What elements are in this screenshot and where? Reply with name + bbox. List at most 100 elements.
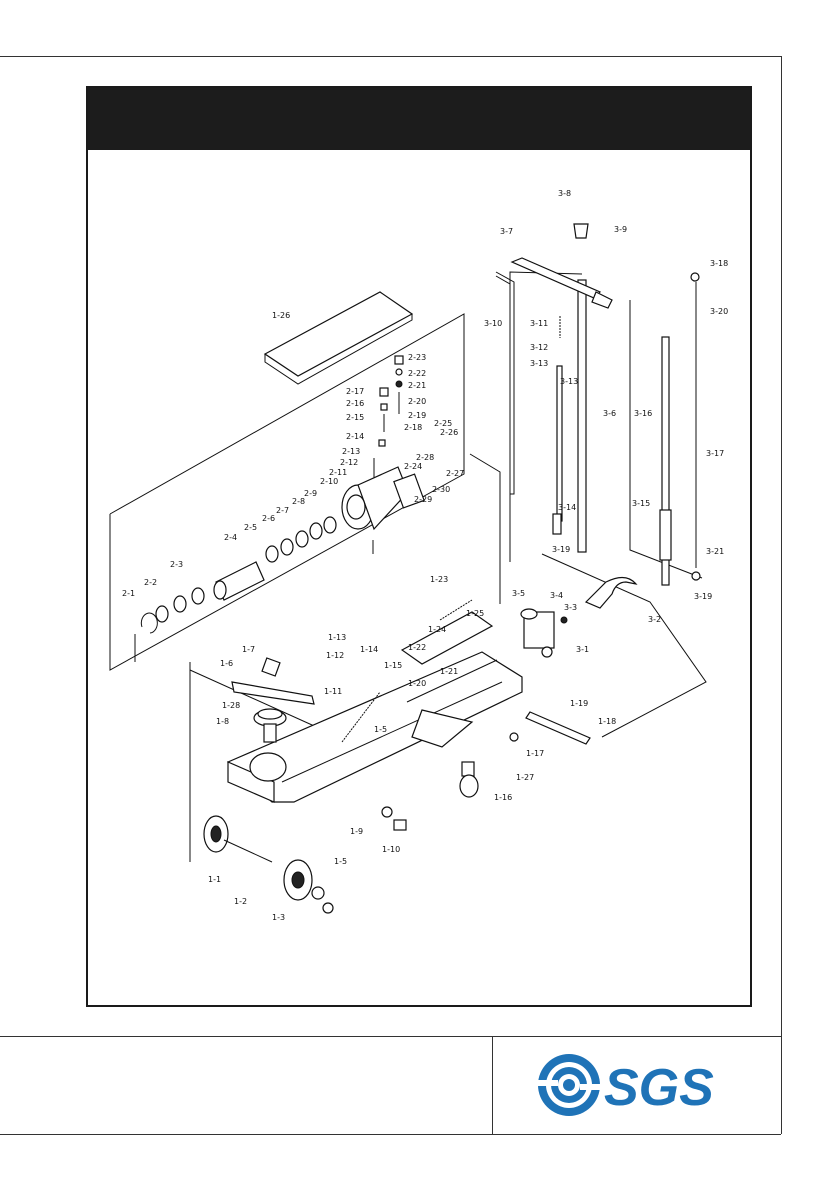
front-wheel-left xyxy=(203,815,273,863)
footer-divider xyxy=(0,1036,781,1037)
svg-text:1-22: 1-22 xyxy=(408,643,426,652)
svg-text:1-24: 1-24 xyxy=(428,625,446,634)
svg-text:3-19: 3-19 xyxy=(552,545,570,554)
svg-text:1-2: 1-2 xyxy=(234,897,247,906)
svg-text:1-21: 1-21 xyxy=(440,667,458,676)
svg-text:3-9: 3-9 xyxy=(614,225,627,234)
svg-text:3-12: 3-12 xyxy=(530,343,548,352)
svg-text:2-4: 2-4 xyxy=(224,533,237,542)
svg-text:1-10: 1-10 xyxy=(382,845,400,854)
svg-text:1-18: 1-18 xyxy=(598,717,616,726)
svg-text:1-11: 1-11 xyxy=(324,687,342,696)
svg-text:3-3: 3-3 xyxy=(564,603,577,612)
springs xyxy=(341,316,561,743)
svg-text:3-18: 3-18 xyxy=(710,259,728,268)
svg-text:3-2: 3-2 xyxy=(648,615,661,624)
svg-text:3-7: 3-7 xyxy=(500,227,513,236)
valve-stack xyxy=(373,355,404,478)
rear-caster xyxy=(381,761,479,831)
svg-text:3-6: 3-6 xyxy=(603,409,616,418)
svg-text:3-13: 3-13 xyxy=(560,377,578,386)
svg-text:2-9: 2-9 xyxy=(304,489,317,498)
exploded-parts-diagram: 1-26 2-23 2-22 2-21 2-20 2-19 2-18 2-17 … xyxy=(109,189,728,922)
svg-text:1-15: 1-15 xyxy=(384,661,402,670)
svg-text:1-3: 1-3 xyxy=(272,913,285,922)
svg-text:2-21: 2-21 xyxy=(408,381,426,390)
page-frame-right xyxy=(781,56,782,1134)
svg-text:2-3: 2-3 xyxy=(170,560,183,569)
svg-text:2-16: 2-16 xyxy=(346,399,364,408)
svg-text:3-13: 3-13 xyxy=(530,359,548,368)
svg-text:2-23: 2-23 xyxy=(408,353,426,362)
svg-text:1-28: 1-28 xyxy=(222,701,240,710)
svg-text:3-8: 3-8 xyxy=(558,189,571,198)
part-labels: 1-26 2-23 2-22 2-21 2-20 2-19 2-18 2-17 … xyxy=(122,189,728,922)
svg-text:1-27: 1-27 xyxy=(516,773,534,782)
svg-text:1-20: 1-20 xyxy=(408,679,426,688)
svg-text:3-11: 3-11 xyxy=(530,319,548,328)
svg-text:1-1: 1-1 xyxy=(208,875,221,884)
svg-text:3-17: 3-17 xyxy=(706,449,724,458)
svg-text:3-15: 3-15 xyxy=(632,499,650,508)
pump-cylinder xyxy=(341,466,425,531)
ram-and-seals xyxy=(140,516,337,634)
handle-assembly xyxy=(495,223,701,586)
svg-text:1-23: 1-23 xyxy=(430,575,448,584)
lift-arm xyxy=(231,657,315,705)
svg-text:1-7: 1-7 xyxy=(242,645,255,654)
svg-text:3-19: 3-19 xyxy=(694,592,712,601)
svg-text:1-8: 1-8 xyxy=(216,717,229,726)
svg-text:2-29: 2-29 xyxy=(414,495,432,504)
svg-text:2-8: 2-8 xyxy=(292,497,305,506)
svg-text:3-4: 3-4 xyxy=(550,591,563,600)
sgs-logo: SGS xyxy=(534,1050,744,1120)
rear-axle xyxy=(509,711,591,745)
front-wheel-right xyxy=(283,859,334,914)
svg-text:2-20: 2-20 xyxy=(408,397,426,406)
page-frame-bottom xyxy=(0,1134,781,1135)
svg-text:2-27: 2-27 xyxy=(446,469,464,478)
svg-text:1-16: 1-16 xyxy=(494,793,512,802)
page-frame-top xyxy=(0,56,781,57)
svg-text:3-21: 3-21 xyxy=(706,547,724,556)
svg-text:2-24: 2-24 xyxy=(404,462,422,471)
svg-text:1-14: 1-14 xyxy=(360,645,378,654)
jack-chassis xyxy=(226,611,523,803)
svg-text:2-28: 2-28 xyxy=(416,453,434,462)
svg-text:1-13: 1-13 xyxy=(328,633,346,642)
svg-text:2-1: 2-1 xyxy=(122,589,135,598)
svg-text:2-19: 2-19 xyxy=(408,411,426,420)
svg-text:1-26: 1-26 xyxy=(272,311,290,320)
svg-text:1-6: 1-6 xyxy=(220,659,233,668)
svg-text:2-18: 2-18 xyxy=(404,423,422,432)
panel-header xyxy=(88,88,750,150)
svg-text:3-5: 3-5 xyxy=(512,589,525,598)
svg-text:SGS: SGS xyxy=(604,1059,714,1117)
svg-text:1-5: 1-5 xyxy=(374,725,387,734)
svg-text:2-25: 2-25 xyxy=(434,419,452,428)
svg-text:1-25: 1-25 xyxy=(466,609,484,618)
svg-text:2-17: 2-17 xyxy=(346,387,364,396)
svg-text:2-12: 2-12 xyxy=(340,458,358,467)
svg-text:1-19: 1-19 xyxy=(570,699,588,708)
svg-text:1-17: 1-17 xyxy=(526,749,544,758)
diagram-panel: 1-26 2-23 2-22 2-21 2-20 2-19 2-18 2-17 … xyxy=(86,86,752,1007)
svg-text:3-10: 3-10 xyxy=(484,319,502,328)
pump-base xyxy=(520,576,638,658)
svg-text:2-11: 2-11 xyxy=(329,468,347,477)
svg-text:1-5: 1-5 xyxy=(334,857,347,866)
svg-text:2-2: 2-2 xyxy=(144,578,157,587)
svg-text:2-10: 2-10 xyxy=(320,477,338,486)
svg-text:2-30: 2-30 xyxy=(432,485,450,494)
svg-text:3-16: 3-16 xyxy=(634,409,652,418)
svg-text:2-13: 2-13 xyxy=(342,447,360,456)
svg-text:1-9: 1-9 xyxy=(350,827,363,836)
svg-text:3-1: 3-1 xyxy=(576,645,589,654)
svg-text:2-22: 2-22 xyxy=(408,369,426,378)
sgs-logo-icon: SGS xyxy=(538,1054,714,1117)
svg-text:2-5: 2-5 xyxy=(244,523,257,532)
saddle xyxy=(249,708,287,782)
svg-text:2-6: 2-6 xyxy=(262,514,275,523)
svg-text:3-14: 3-14 xyxy=(558,503,576,512)
svg-text:2-15: 2-15 xyxy=(346,413,364,422)
